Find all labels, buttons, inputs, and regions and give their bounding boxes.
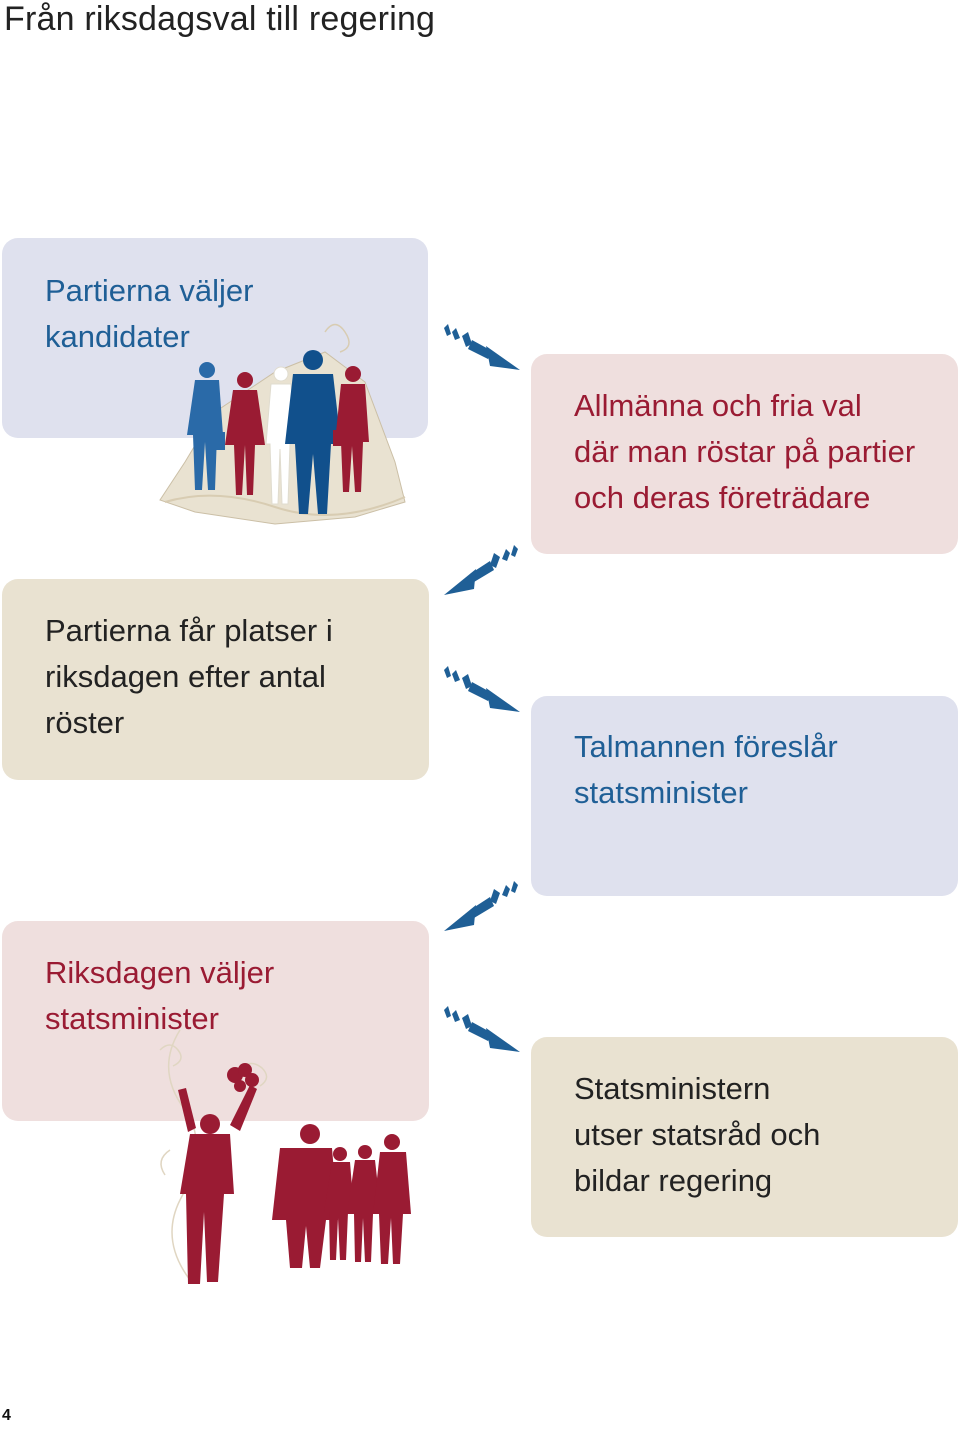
step-text: Allmänna och fria val där man röstar på … — [574, 388, 916, 515]
step-text: Riksdagen väljer statsminister — [45, 955, 275, 1036]
people-group-icon — [159, 323, 406, 525]
step-text: Partierna får platser i riksdagen efter … — [45, 613, 333, 740]
step-box-riksdag-elects: Riksdagen väljer statsminister — [2, 921, 429, 1121]
celebrating-people-icon — [159, 1030, 411, 1284]
right-down-arrow-icon — [444, 1006, 520, 1052]
step-text: Talmannen föreslår statsminister — [574, 729, 838, 810]
step-box-government: Statsministern utser statsråd och bildar… — [531, 1037, 958, 1237]
left-down-arrow-icon — [444, 881, 518, 931]
step-box-seats: Partierna får platser i riksdagen efter … — [2, 579, 429, 780]
right-down-arrow-icon — [444, 324, 520, 370]
page-number: 4 — [2, 1407, 11, 1424]
right-down-arrow-icon — [444, 666, 520, 712]
step-text: Statsministern utser statsråd och bildar… — [574, 1071, 821, 1198]
page-title: Från riksdagsval till regering — [4, 0, 436, 38]
step-box-elections: Allmänna och fria val där man röstar på … — [531, 354, 958, 554]
step-text: Partierna väljer kandidater — [45, 273, 254, 354]
step-box-speaker: Talmannen föreslår statsminister — [531, 696, 958, 896]
left-down-arrow-icon — [444, 545, 518, 595]
